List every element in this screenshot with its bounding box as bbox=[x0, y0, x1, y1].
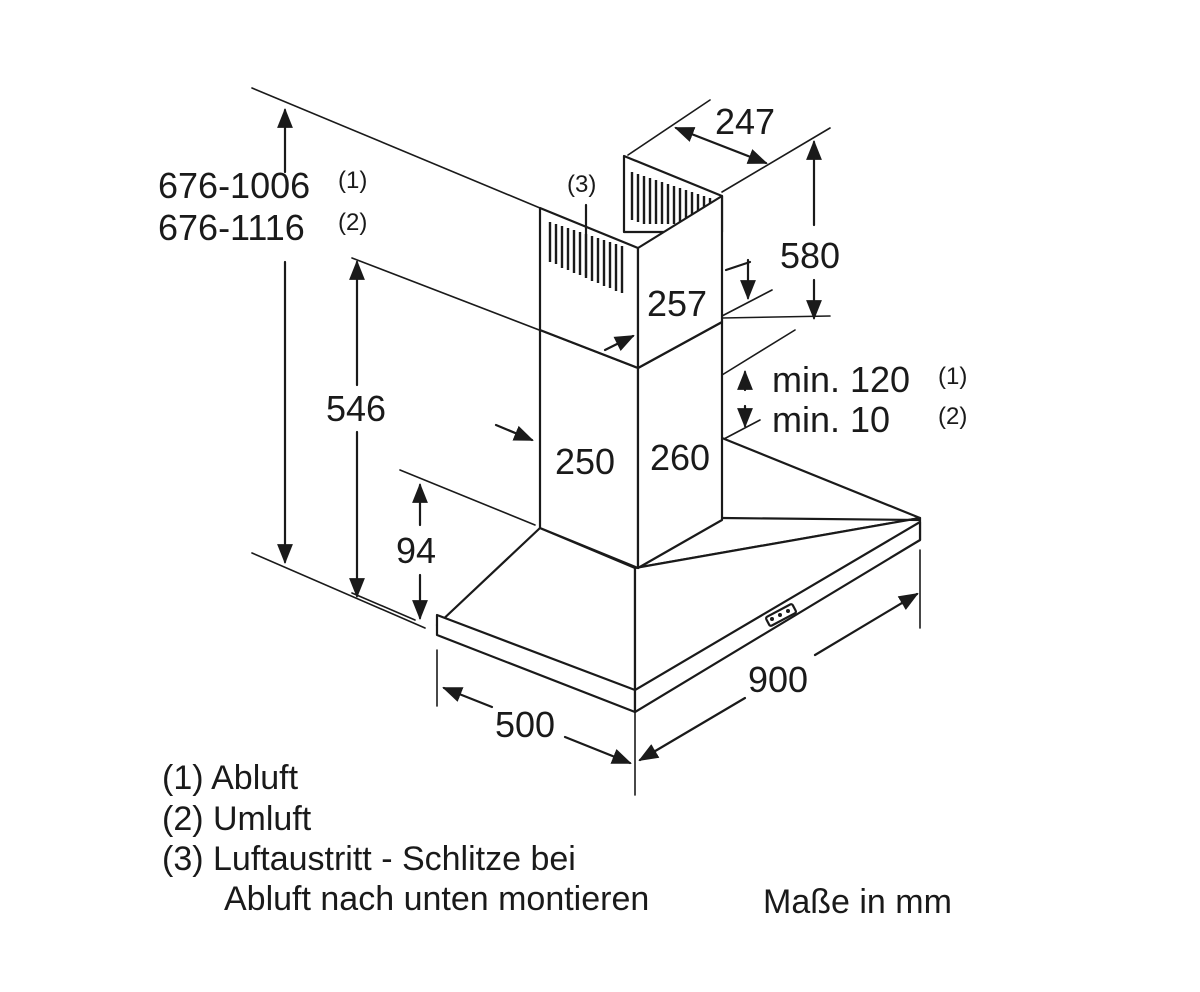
legend: (1) Abluft (2) Umluft (3) Luftaustritt -… bbox=[162, 759, 952, 921]
label-min-gap-2-note: (2) bbox=[938, 403, 967, 430]
rear-vent-slots bbox=[630, 172, 712, 224]
label-min-gap-2: min. 10 bbox=[772, 399, 890, 440]
label-chimney-height-lower: 546 bbox=[326, 388, 386, 429]
label-overlap: 257 bbox=[647, 283, 707, 324]
label-hood-width: 900 bbox=[748, 659, 808, 700]
hood-canopy bbox=[435, 436, 922, 714]
legend-units: Maße in mm bbox=[763, 883, 952, 921]
upper-chimney bbox=[538, 154, 724, 370]
dimension-labels: 676-1006 (1) 676-1116 (2) 247 580 257 54… bbox=[158, 101, 967, 745]
label-upper-chimney-height: 580 bbox=[780, 235, 840, 276]
legend-item-3-line-1: (3) Luftaustritt - Schlitze bei bbox=[162, 840, 576, 878]
extension-lines bbox=[251, 87, 921, 796]
lower-chimney bbox=[538, 320, 724, 570]
label-height-total-1-note: (1) bbox=[338, 167, 367, 194]
label-height-total-2-note: (2) bbox=[338, 209, 367, 236]
label-hood-depth: 500 bbox=[495, 704, 555, 745]
label-min-gap-1-note: (1) bbox=[938, 363, 967, 390]
front-vent-slots bbox=[548, 222, 624, 293]
label-height-total-2: 676-1116 bbox=[158, 207, 305, 248]
legend-item-1: (1) Abluft bbox=[162, 759, 299, 797]
label-chimney-side: 260 bbox=[650, 437, 710, 478]
dimension-arrows bbox=[277, 108, 919, 765]
label-hood-height: 94 bbox=[396, 530, 436, 571]
legend-item-2: (2) Umluft bbox=[162, 800, 312, 838]
control-panel bbox=[765, 603, 797, 627]
label-chimney-depth: 247 bbox=[715, 101, 775, 142]
label-slot-callout: (3) bbox=[567, 171, 596, 198]
legend-item-3-line-2: Abluft nach unten montieren bbox=[224, 880, 649, 918]
label-chimney-width: 250 bbox=[555, 441, 615, 482]
label-height-total-1: 676-1006 bbox=[158, 165, 310, 206]
label-min-gap-1: min. 120 bbox=[772, 359, 910, 400]
